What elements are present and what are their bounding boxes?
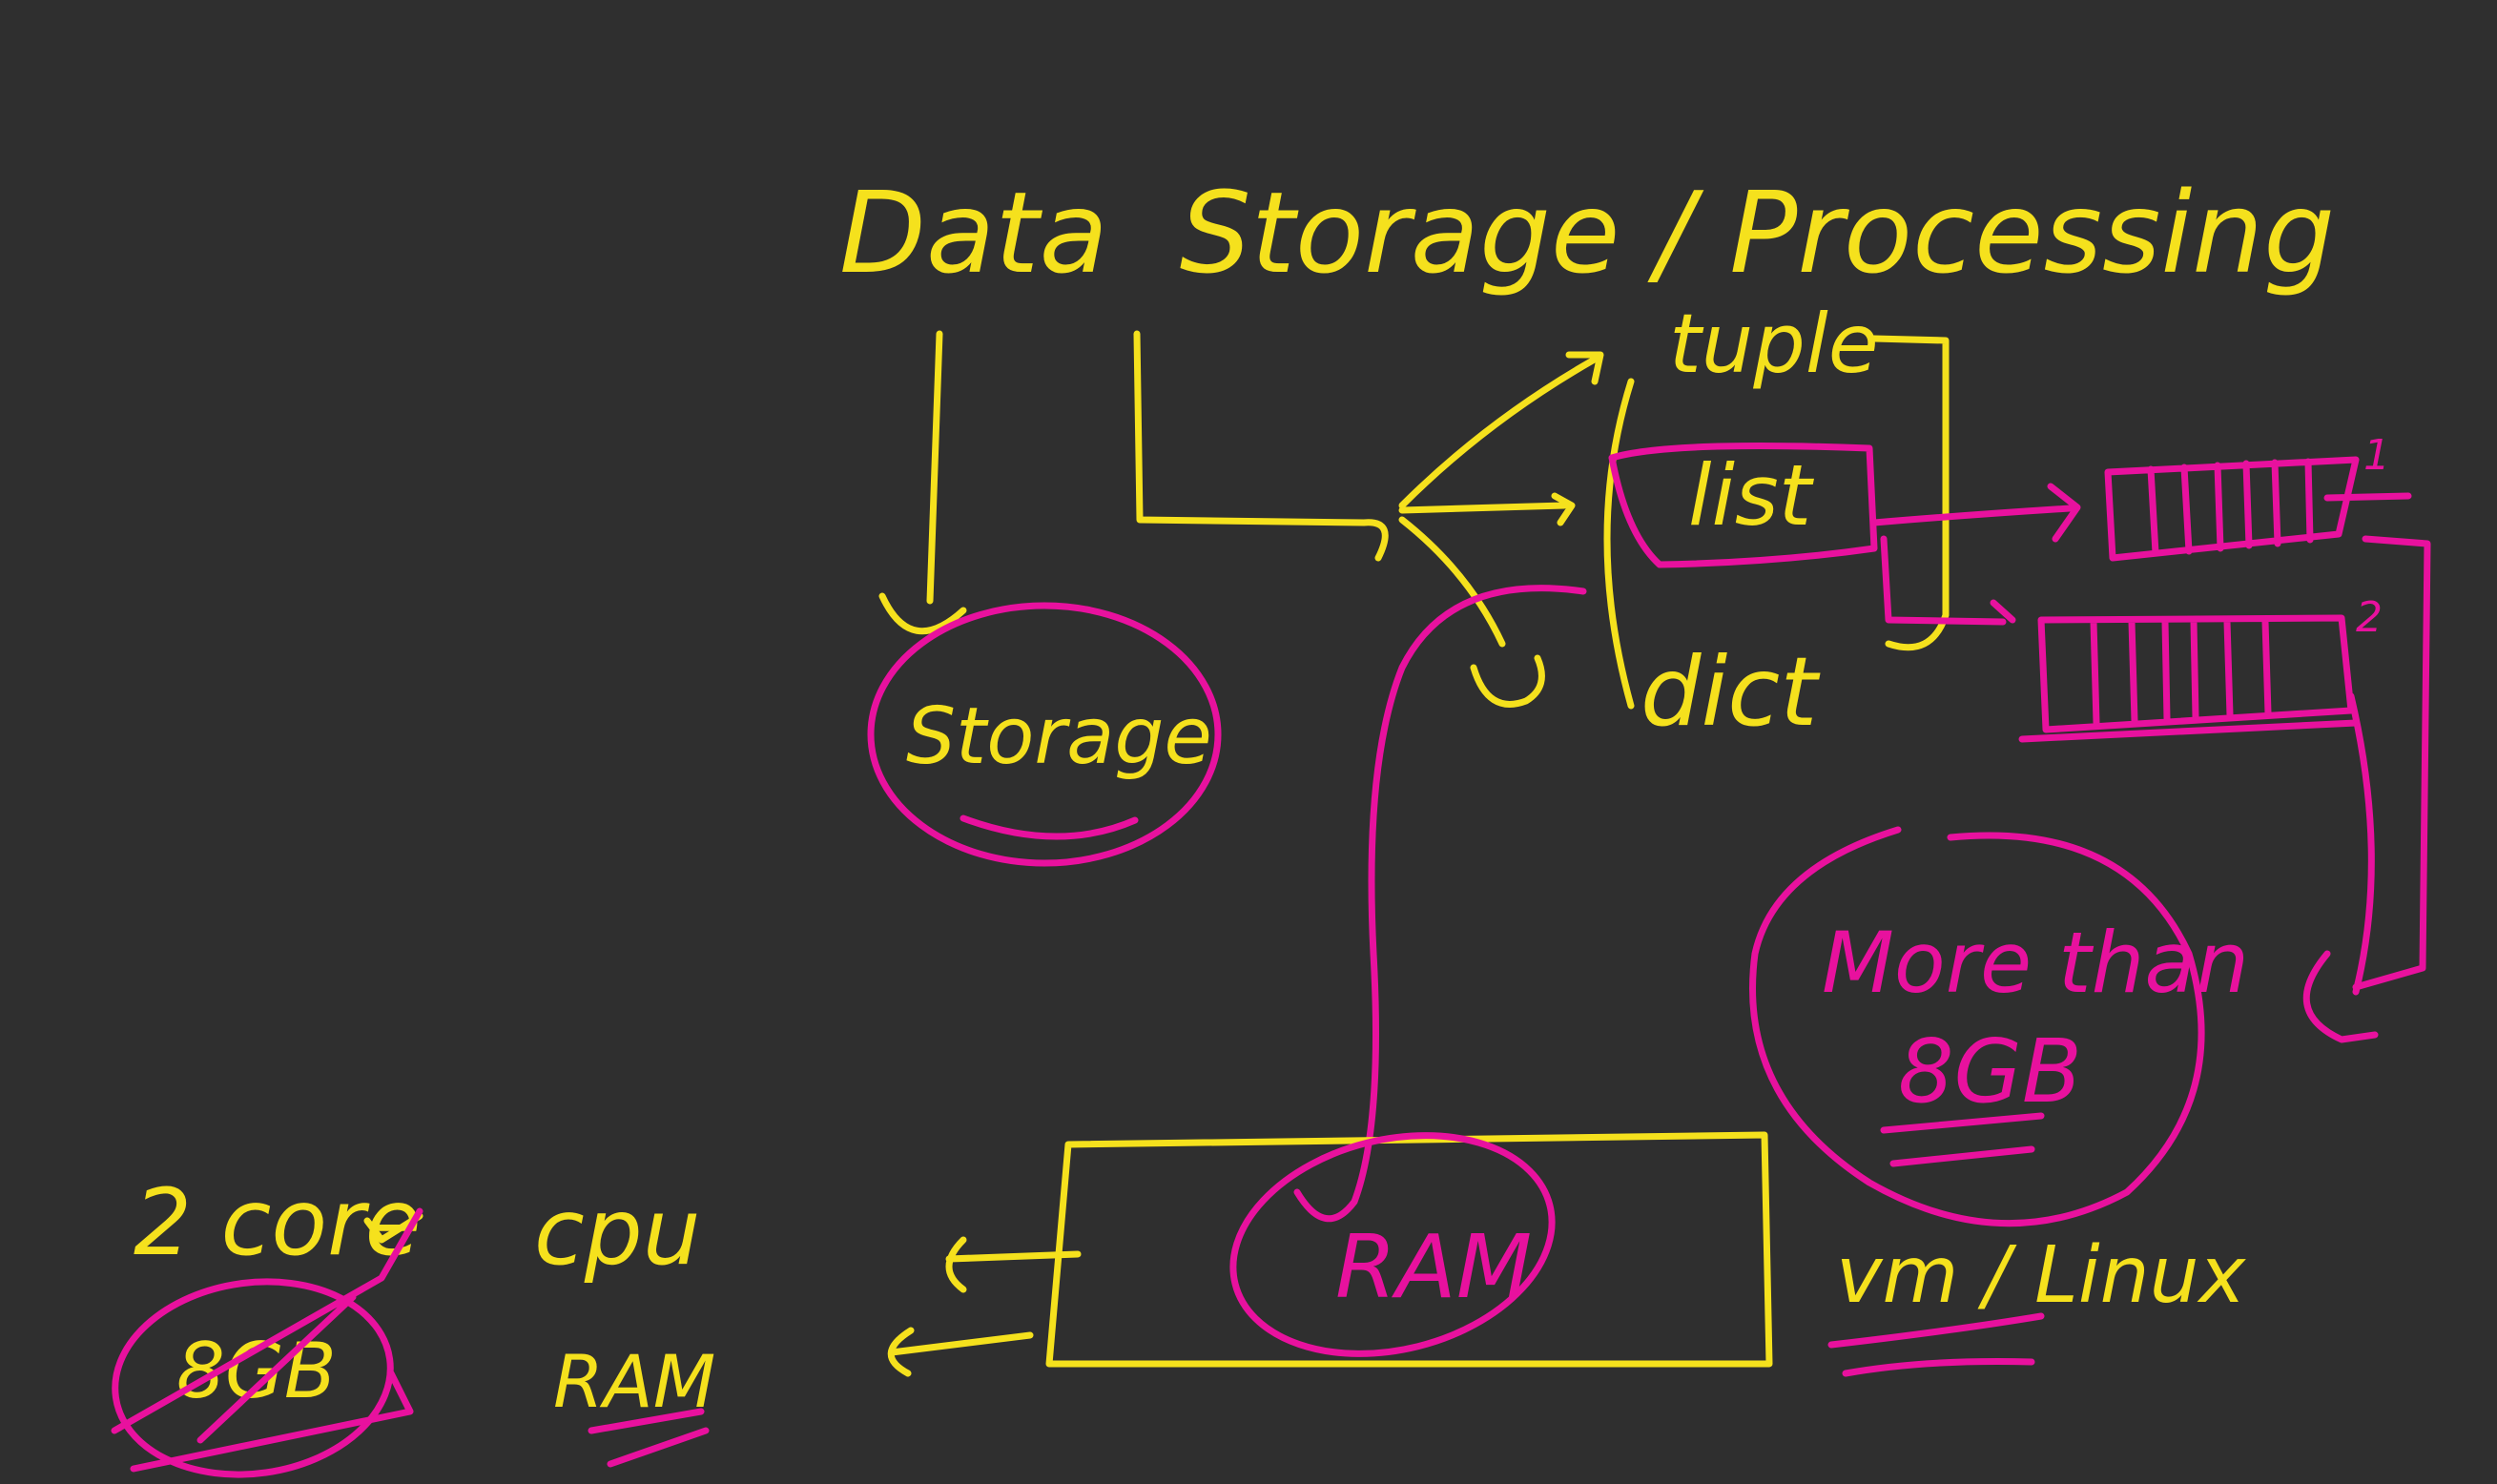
storage-circle [867,602,1222,867]
array-1-index: 1 [2363,431,2390,480]
vm-linux-underline [1827,1312,2045,1377]
dict-to-ram-link [1293,585,1587,1223]
array-1 [2104,456,2412,562]
collection-bracket-right [1870,335,1950,651]
vm-linux-label: vm / Linux [1836,1230,2247,1321]
list-label: list [1688,446,1815,545]
arrow-list-to-array-1 [1870,483,2081,543]
ram-box [1045,1131,1773,1368]
array-overflow-arrow [2302,535,2431,1043]
list-highlight-box [1608,443,1878,568]
arrow-to-tuple [1398,351,1604,509]
size-8gb-label: 8GB [1898,1020,2082,1123]
processing-branch-line [1133,330,1389,562]
collection-bracket-left [1603,378,1635,710]
cores-check [363,1212,423,1244]
arrow-to-list [1398,492,1576,526]
array-2 [2018,614,2360,743]
size-8gb-underline [1880,1112,2045,1167]
mem-label: 8GB [176,1327,337,1415]
cpu-label: cpu [534,1179,701,1286]
ram-arrow-2 [887,1327,1034,1377]
storage-underline [960,814,1139,840]
cores-label: 2 core [134,1169,422,1276]
ram-small-label: RAM [553,1339,715,1424]
ram-arrow-1 [945,1236,1082,1293]
ram-small-underline [588,1408,710,1468]
arrow-list-to-array-2 [1880,535,2016,626]
dict-label: dict [1641,636,1821,748]
storage-branch-line [878,330,967,635]
more-than-circle [1749,826,2205,1227]
ram-label: RAM [1335,1216,1532,1318]
mem-circle [112,1278,394,1478]
arrow-to-dict [1398,516,1545,708]
title-text: Data Storage / Processing [839,167,2335,299]
array-2-index: 2 [2356,593,2383,642]
tuple-label: tuple [1669,297,1879,392]
mem-scribble [111,1207,423,1473]
more-than-label: More than [1822,914,2249,1012]
ram-circle [1229,1132,1556,1357]
storage-label: Storage [906,691,1212,782]
